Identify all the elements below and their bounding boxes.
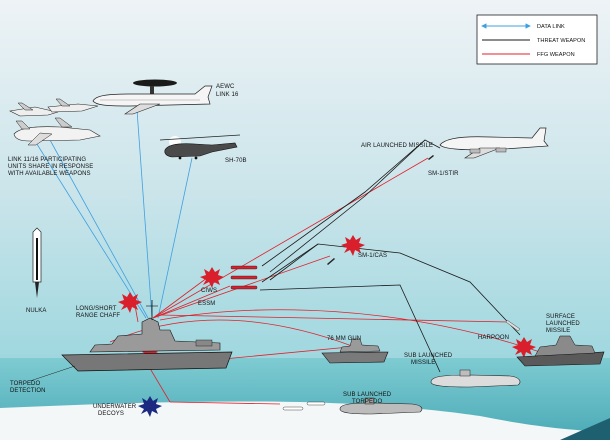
link-units-label-3: WITH AVAILABLE WEAPONS: [8, 171, 91, 177]
ffg-frigate: [61, 300, 233, 372]
sm1-cas-label: SM-1/CAS: [358, 253, 387, 259]
chaff-label-1: LONG/SHORT: [76, 306, 117, 312]
ciws-label: CIWS: [201, 288, 217, 294]
harpoon-missile-icon: [505, 319, 521, 332]
ciws-missiles: [230, 265, 258, 290]
torpedoes: [282, 401, 326, 411]
explosion-chaff-icon: [118, 292, 142, 313]
submarine-torpedo: [339, 397, 423, 415]
explosion-ciws-icon: [200, 267, 224, 288]
legend: DATA LINK THREAT WEAPON FFG WEAPON: [476, 14, 598, 65]
nulka-decoy: [32, 227, 42, 298]
chaff-label-2: RANGE CHAFF: [76, 313, 120, 319]
explosion-decoys-icon: [138, 396, 162, 417]
torpedo-detection-label-1: TORPEDO: [10, 381, 40, 387]
sub-missile-label-1: SUB LAUNCHED: [404, 353, 453, 359]
legend-threat-label: THREAT WEAPON: [537, 38, 585, 44]
air-missile-label: AIR LAUNCHED MISSILE: [361, 143, 433, 149]
torpedo-detection-label-2: DETECTION: [10, 388, 46, 394]
harpoon-label: HARPOON: [478, 335, 509, 341]
bomber-aircraft: [439, 127, 549, 159]
legend-box: [476, 14, 598, 65]
explosion-harpoon-icon: [512, 337, 536, 358]
surface-missile-label-2: LAUNCHED: [546, 321, 580, 327]
gunboat: [321, 338, 389, 364]
link-units-label-1: LINK 11/16 PARTICIPATING: [8, 157, 86, 163]
fighter-jets: [9, 98, 101, 146]
aewc-label-1: AEWC: [216, 84, 235, 90]
sub-torpedo-label-2: TORPEDO: [352, 399, 382, 405]
aewc-label-2: LINK 16: [216, 92, 239, 98]
surface-missile-label-3: MISSILE: [546, 328, 570, 334]
decoys-label-2: DECOYS: [98, 411, 124, 417]
decoys-label-1: UNDERWATER: [93, 404, 137, 410]
legend-ffg-label: FFG WEAPON: [537, 52, 575, 58]
helicopter: [159, 134, 241, 160]
sm1-cas-missile-icon: [327, 258, 335, 265]
data-links: [29, 109, 193, 319]
seabed-shade: [560, 418, 610, 440]
sub-torpedo-label-1: SUB LAUNCHED: [343, 392, 392, 398]
torpedo-detection-leader: [29, 365, 76, 382]
air-launched-missile-icon: [428, 155, 434, 160]
sub-missile-label-2: MISSILE: [411, 360, 435, 366]
sh60b-label: SH-70B: [225, 158, 247, 164]
surface-combatant: [516, 335, 605, 367]
aewc-aircraft: [92, 79, 213, 115]
link-units-label-2: UNITS SHARE IN RESPONSE: [8, 164, 93, 170]
sm1-stir-label: SM-1/STIR: [428, 171, 459, 177]
legend-data-link-label: DATA LINK: [537, 24, 565, 30]
nulka-label: NULKA: [26, 308, 47, 314]
gun76-label: 76 MM GUN: [327, 336, 361, 342]
explosion-icons: [118, 235, 536, 417]
explosion-sm1-cas-icon: [341, 235, 365, 256]
submarine-missile: [430, 369, 521, 388]
threat-weapon-lines: [259, 139, 521, 373]
essm-label: ESSM: [198, 301, 215, 307]
surface-missile-label-1: SURFACE: [546, 314, 575, 320]
